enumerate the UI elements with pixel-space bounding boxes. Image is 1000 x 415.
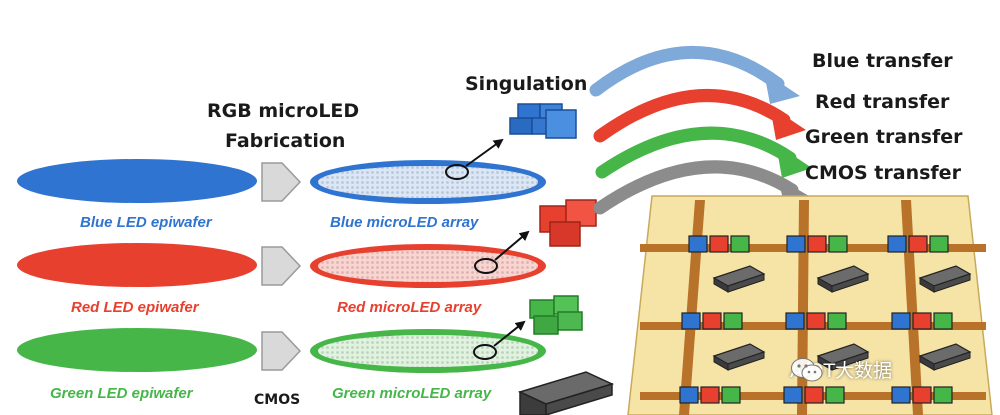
blue-microled-array — [310, 160, 546, 204]
array-label-blue: Blue microLED array — [330, 214, 479, 231]
pixel-red-r1c1 — [709, 235, 729, 253]
pixel-blue-r2c2 — [785, 312, 805, 330]
pixel-green-r2c3 — [933, 312, 953, 330]
red-callout — [474, 230, 530, 274]
green-epiwafer — [17, 328, 257, 372]
pixel-green-r3c2 — [825, 386, 845, 404]
fabrication-title-line2: Fabrication — [225, 130, 346, 152]
cmos-label: CMOS — [254, 392, 301, 408]
cmos-driver-chip-5-front — [831, 351, 869, 371]
cmos-driver-chip-1-front — [727, 273, 765, 293]
red-singulated-chips — [539, 199, 597, 247]
pixel-green-r1c2 — [828, 235, 848, 253]
backplane-col-trace-1 — [679, 200, 705, 415]
pixel-green-r3c3 — [933, 386, 953, 404]
display-backplane — [627, 195, 993, 415]
cmos-driver-chip-2-front — [831, 273, 869, 293]
epiwafer-label-blue: Blue LED epiwafer — [80, 214, 212, 231]
process-chevron-2 — [261, 246, 302, 286]
cmos-driver-chip-3-front — [933, 273, 971, 293]
red-epiwafer — [17, 243, 257, 287]
pixel-red-r2c1 — [702, 312, 722, 330]
transfer-label-blue: Blue transfer — [812, 50, 953, 72]
cmos-driver-chip-4-front — [727, 351, 765, 371]
pixel-green-r3c1 — [721, 386, 741, 404]
cmos-driver-chip-6-front — [933, 351, 971, 371]
green-callout — [473, 320, 526, 360]
pixel-blue-r2c3 — [891, 312, 911, 330]
wechat-icon — [791, 358, 823, 382]
pixel-blue-r3c3 — [891, 386, 911, 404]
pixel-blue-r1c3 — [887, 235, 907, 253]
red-transfer-arrow — [593, 89, 806, 143]
blue-singulated-chips — [509, 103, 577, 139]
transfer-label-cmos: CMOS transfer — [805, 162, 961, 184]
array-label-red: Red microLED array — [337, 299, 482, 316]
pixel-red-r1c3 — [908, 235, 928, 253]
epiwafer-label-red: Red LED epiwafer — [71, 299, 199, 316]
transfer-label-red: Red transfer — [815, 91, 950, 113]
pixel-blue-r2c1 — [681, 312, 701, 330]
watermark: AIOT大数据 — [790, 356, 892, 383]
pixel-blue-r1c2 — [786, 235, 806, 253]
green-microled-array — [310, 329, 546, 373]
epiwafer-label-green: Green LED epiwafer — [50, 385, 193, 402]
pixel-blue-r3c2 — [783, 386, 803, 404]
backplane-col-trace-3 — [901, 200, 923, 415]
pixel-green-r2c1 — [723, 312, 743, 330]
singulation-label: Singulation — [465, 73, 588, 95]
pixel-red-r3c2 — [804, 386, 824, 404]
blue-transfer-arrow — [589, 45, 800, 104]
blue-callout — [445, 138, 504, 180]
red-microled-array — [310, 244, 546, 288]
green-transfer-arrow — [595, 126, 812, 179]
array-label-green: Green microLED array — [332, 385, 492, 402]
pixel-green-r1c3 — [929, 235, 949, 253]
pixel-red-r3c3 — [912, 386, 932, 404]
fabrication-title-line1: RGB microLED — [207, 100, 360, 122]
pixel-green-r1c1 — [730, 235, 750, 253]
pixel-green-r2c2 — [827, 312, 847, 330]
pixel-blue-r3c1 — [679, 386, 699, 404]
pixel-red-r2c2 — [806, 312, 826, 330]
pixel-red-r2c3 — [912, 312, 932, 330]
process-chevron-3 — [261, 331, 302, 371]
transfer-label-green: Green transfer — [805, 126, 963, 148]
pixel-red-r3c1 — [700, 386, 720, 404]
pixel-red-r1c2 — [807, 235, 827, 253]
green-singulated-chips — [529, 295, 583, 335]
process-chevron-1 — [261, 162, 302, 202]
pixel-blue-r1c1 — [688, 235, 708, 253]
cmos-chip — [517, 371, 615, 415]
blue-epiwafer — [17, 159, 257, 203]
